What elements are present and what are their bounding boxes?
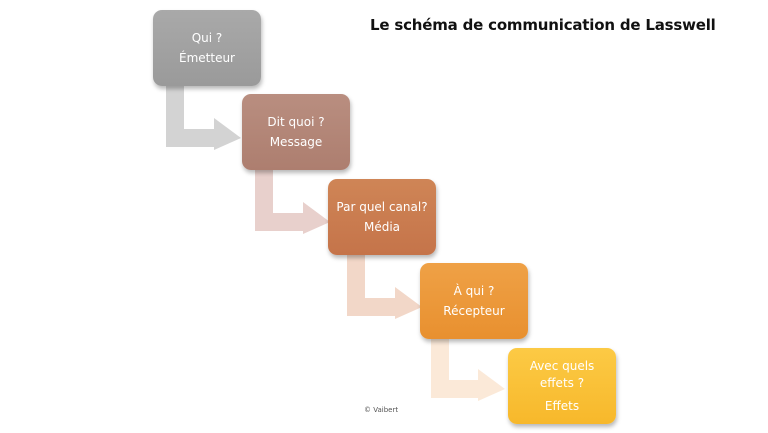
step-answer: Message <box>269 135 323 149</box>
step-box-media: Par quel canal? Média <box>328 179 436 255</box>
step-answer: Récepteur <box>443 304 505 318</box>
step-question: À qui ? <box>453 284 495 298</box>
step-question: Par quel canal? <box>336 200 428 214</box>
step-box-emetteur: Qui ? Émetteur <box>153 10 261 86</box>
step-question-line2: effets ? <box>539 375 585 390</box>
arrow-3 <box>347 255 422 319</box>
step-answer: Effets <box>544 398 580 413</box>
diagram-title: Le schéma de communication de Lasswell <box>370 16 716 34</box>
step-answer: Émetteur <box>179 51 235 65</box>
copyright-credit: © Vaibert <box>364 406 399 414</box>
step-box-recepteur: À qui ? Récepteur <box>420 263 528 339</box>
step-box-effets: Avec quels effets ? Effets <box>508 348 616 424</box>
step-question: Dit quoi ? <box>267 115 325 129</box>
arrow-2 <box>255 170 330 234</box>
step-answer: Média <box>363 220 401 234</box>
step-box-message: Dit quoi ? Message <box>242 94 350 170</box>
step-question: Qui ? <box>191 31 223 45</box>
step-question-line1: Avec quels <box>529 358 595 373</box>
arrow-4 <box>431 339 505 401</box>
arrow-1 <box>166 86 241 150</box>
